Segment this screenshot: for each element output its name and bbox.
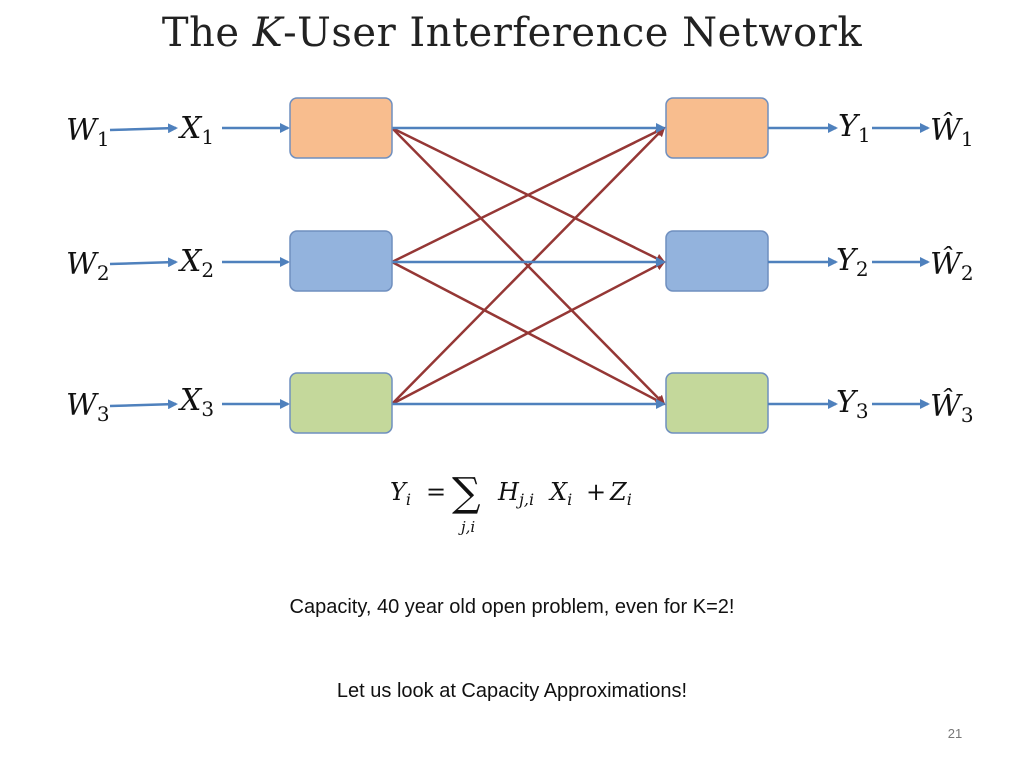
equation-lhs: Yi xyxy=(390,478,411,509)
equation-equals: = xyxy=(426,478,446,506)
signal-model-equation: Yi = ∑ j,i Hj,i Xi + Zi xyxy=(390,470,632,536)
label-y1: Y1 xyxy=(838,109,871,147)
transmitter-box-1 xyxy=(289,97,393,159)
title-suffix: -User Interference Network xyxy=(283,10,863,56)
label-y3: Y3 xyxy=(836,385,869,423)
summation-symbol: ∑ xyxy=(452,470,481,516)
slide-title: The K-User Interference Network xyxy=(0,10,1024,56)
label-x1: X1 xyxy=(178,111,214,149)
label-w1-hat: Ŵ1 xyxy=(930,112,974,151)
arrow-w3-x3 xyxy=(109,399,178,410)
receiver-box-2 xyxy=(665,230,769,292)
caption-open-problem: Capacity, 40 year old open problem, even… xyxy=(289,596,735,618)
label-w3-hat: Ŵ3 xyxy=(930,388,974,427)
title-prefix: The xyxy=(161,10,253,56)
summation-index: j,i xyxy=(458,518,475,536)
label-w1: W1 xyxy=(66,113,110,151)
caption-approximations: Let us look at Capacity Approximations! xyxy=(336,680,688,702)
transmitters xyxy=(289,97,393,434)
cross-link-2-1 xyxy=(391,126,666,264)
receivers xyxy=(665,97,769,434)
equation-noise-term: Zi xyxy=(609,478,632,509)
interference-links xyxy=(391,126,666,406)
label-w2-hat: Ŵ2 xyxy=(930,246,974,285)
transmitter-box-3 xyxy=(289,372,393,434)
label-y2: Y2 xyxy=(836,243,869,281)
cross-link-3-1 xyxy=(391,126,666,405)
transmitter-box-2 xyxy=(289,230,393,292)
label-w3: W3 xyxy=(66,388,110,426)
label-x2: X2 xyxy=(178,244,214,282)
equation-input-term: Xi xyxy=(548,478,572,509)
receiver-box-1 xyxy=(665,97,769,159)
equation-channel-term: Hj,i xyxy=(497,478,534,509)
direct-links xyxy=(392,123,666,409)
input-arrows xyxy=(109,123,290,410)
arrow-w1-x1 xyxy=(109,123,178,134)
equation-plus: + xyxy=(586,478,606,506)
output-arrows xyxy=(768,123,930,409)
arrow-w2-x2 xyxy=(109,257,178,268)
label-w2: W2 xyxy=(66,247,110,285)
receiver-box-3 xyxy=(665,372,769,434)
cross-link-3-2 xyxy=(391,260,666,406)
output-labels: Y1 Ŵ1 Y2 Ŵ2 Y3 Ŵ3 xyxy=(836,109,974,427)
title-variable: K xyxy=(252,10,284,56)
page-number: 21 xyxy=(947,726,963,741)
input-labels: W1 X1 W2 X2 W3 X3 xyxy=(66,111,214,426)
label-x3: X3 xyxy=(178,383,214,421)
